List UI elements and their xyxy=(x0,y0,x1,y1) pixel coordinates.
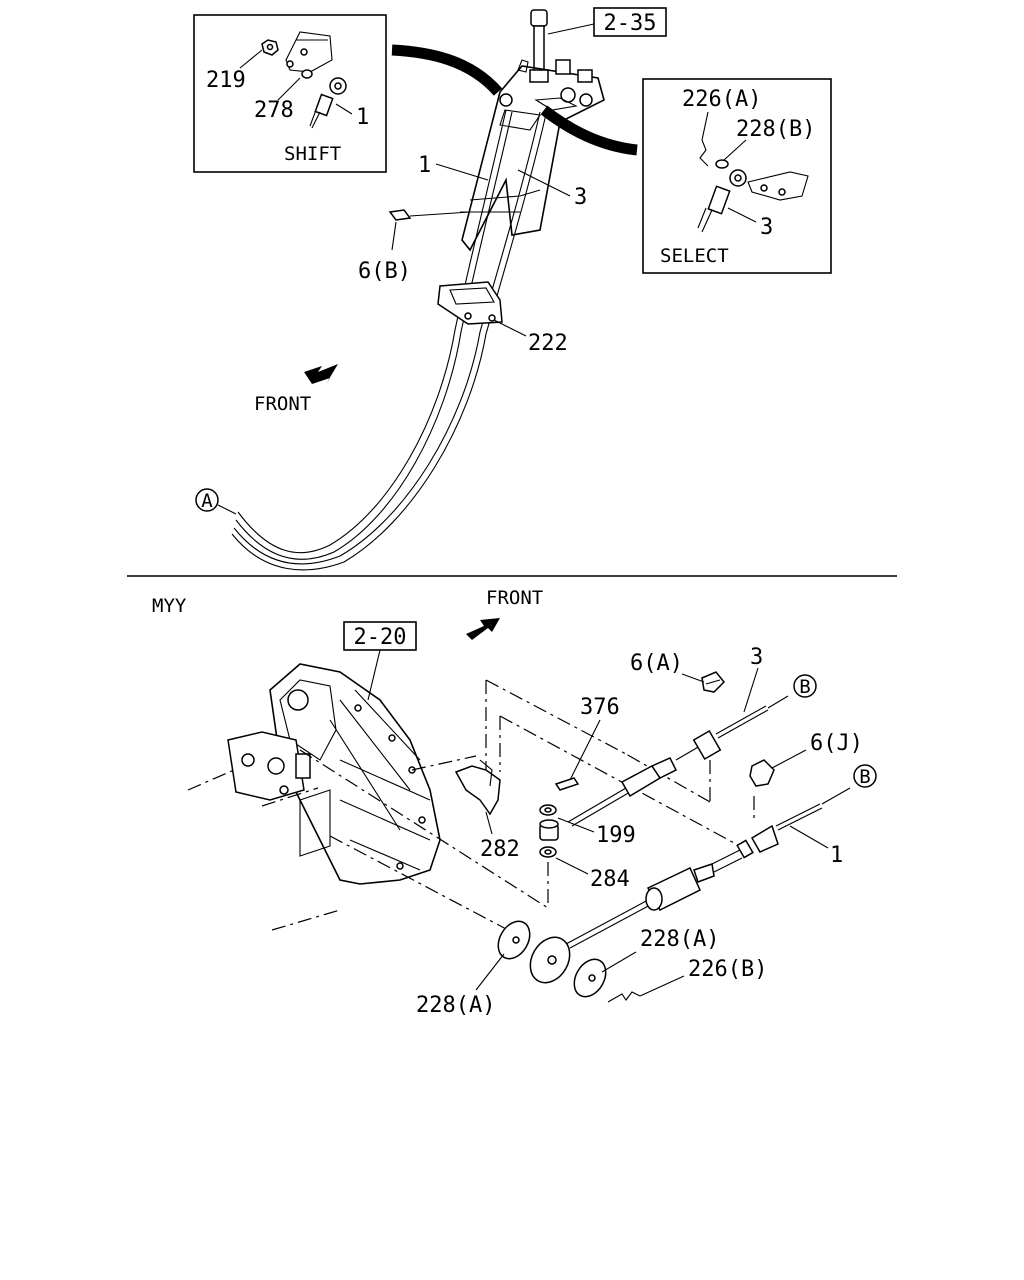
front-label-bottom: FRONT xyxy=(486,587,543,609)
connector-a-label: A xyxy=(201,490,213,512)
cables-top xyxy=(231,109,547,571)
shift-box-title: SHIFT xyxy=(284,143,341,165)
select-label-228b: 228(B) xyxy=(736,117,815,142)
callout-top-1: 1 xyxy=(418,153,431,178)
callout-228a-right: 228(A) xyxy=(640,927,719,952)
bushing-228a-center[interactable] xyxy=(522,930,577,990)
connector-b-upper-label: B xyxy=(799,676,810,698)
shift-lever-bracket xyxy=(461,59,605,252)
callout-228a-left: 228(A) xyxy=(416,993,495,1018)
connector-a-badge: A xyxy=(195,488,219,512)
select-inset-box: 226(A) 228(B) 3 SELECT xyxy=(642,78,832,274)
select-label-3: 3 xyxy=(760,215,773,240)
callout-cable-3: 3 xyxy=(750,645,763,670)
front-arrow-top-icon xyxy=(304,364,338,384)
cable-1-bottom xyxy=(565,787,851,949)
cable-end-3-icon xyxy=(697,169,747,233)
washer-228a-right[interactable] xyxy=(568,954,612,1003)
variant-label: MYY xyxy=(152,595,187,617)
cable-end-1-icon xyxy=(309,77,347,129)
callout-376: 376 xyxy=(580,695,620,720)
shift-label-219: 219 xyxy=(206,68,246,93)
callout-6b: 6(B) xyxy=(358,259,411,284)
callout-6j: 6(J) xyxy=(810,731,863,756)
ref-box-2-20[interactable]: 2-20 xyxy=(343,621,417,651)
shift-lever xyxy=(529,9,549,83)
connector-b-upper-badge: B xyxy=(793,674,817,698)
washer-278-icon xyxy=(301,69,313,79)
connector-b-lower-badge: B xyxy=(853,764,877,788)
ref-box-2-35-label: 2-35 xyxy=(604,11,657,36)
bracket-282[interactable] xyxy=(454,759,501,816)
select-box-title: SELECT xyxy=(660,245,729,267)
shift-inset-box: 219 278 1 SHIFT xyxy=(193,14,387,173)
callout-199: 199 xyxy=(596,823,636,848)
select-label-226a: 226(A) xyxy=(682,87,761,112)
transmission-housing xyxy=(227,663,441,885)
washer-228b-icon xyxy=(715,159,729,169)
washer-284[interactable] xyxy=(539,846,557,858)
callout-284: 284 xyxy=(590,867,630,892)
callout-282: 282 xyxy=(480,837,520,862)
callout-top-3: 3 xyxy=(574,185,587,210)
center-lines xyxy=(187,679,755,931)
cable-3-bottom xyxy=(567,695,789,827)
front-arrow-bottom-icon xyxy=(466,618,500,640)
shift-label-278: 278 xyxy=(254,98,294,123)
callout-222: 222 xyxy=(528,331,568,356)
washer-199[interactable] xyxy=(539,804,559,841)
callout-cable-1: 1 xyxy=(830,843,843,868)
pin-226b[interactable] xyxy=(607,991,641,1003)
ref-box-2-35[interactable]: 2-35 xyxy=(593,7,667,37)
callout-6a: 6(A) xyxy=(630,651,683,676)
connector-b-lower-label: B xyxy=(859,766,870,788)
pin-376[interactable] xyxy=(554,777,580,791)
clip-6a[interactable] xyxy=(701,671,726,693)
pin-226a-icon xyxy=(699,139,709,167)
ref-box-2-20-label: 2-20 xyxy=(354,625,407,650)
callout-226b: 226(B) xyxy=(688,957,767,982)
select-inset-arrow xyxy=(540,105,638,156)
shift-label-1: 1 xyxy=(356,105,369,130)
shift-inset-arrow xyxy=(391,44,503,96)
bracket-222[interactable] xyxy=(437,281,503,325)
clip-6j[interactable] xyxy=(749,759,775,787)
clip-6b[interactable] xyxy=(388,209,412,221)
ref-2-35-leader xyxy=(547,23,595,35)
washer-228a-left[interactable] xyxy=(492,916,536,965)
front-label-top: FRONT xyxy=(254,393,311,415)
